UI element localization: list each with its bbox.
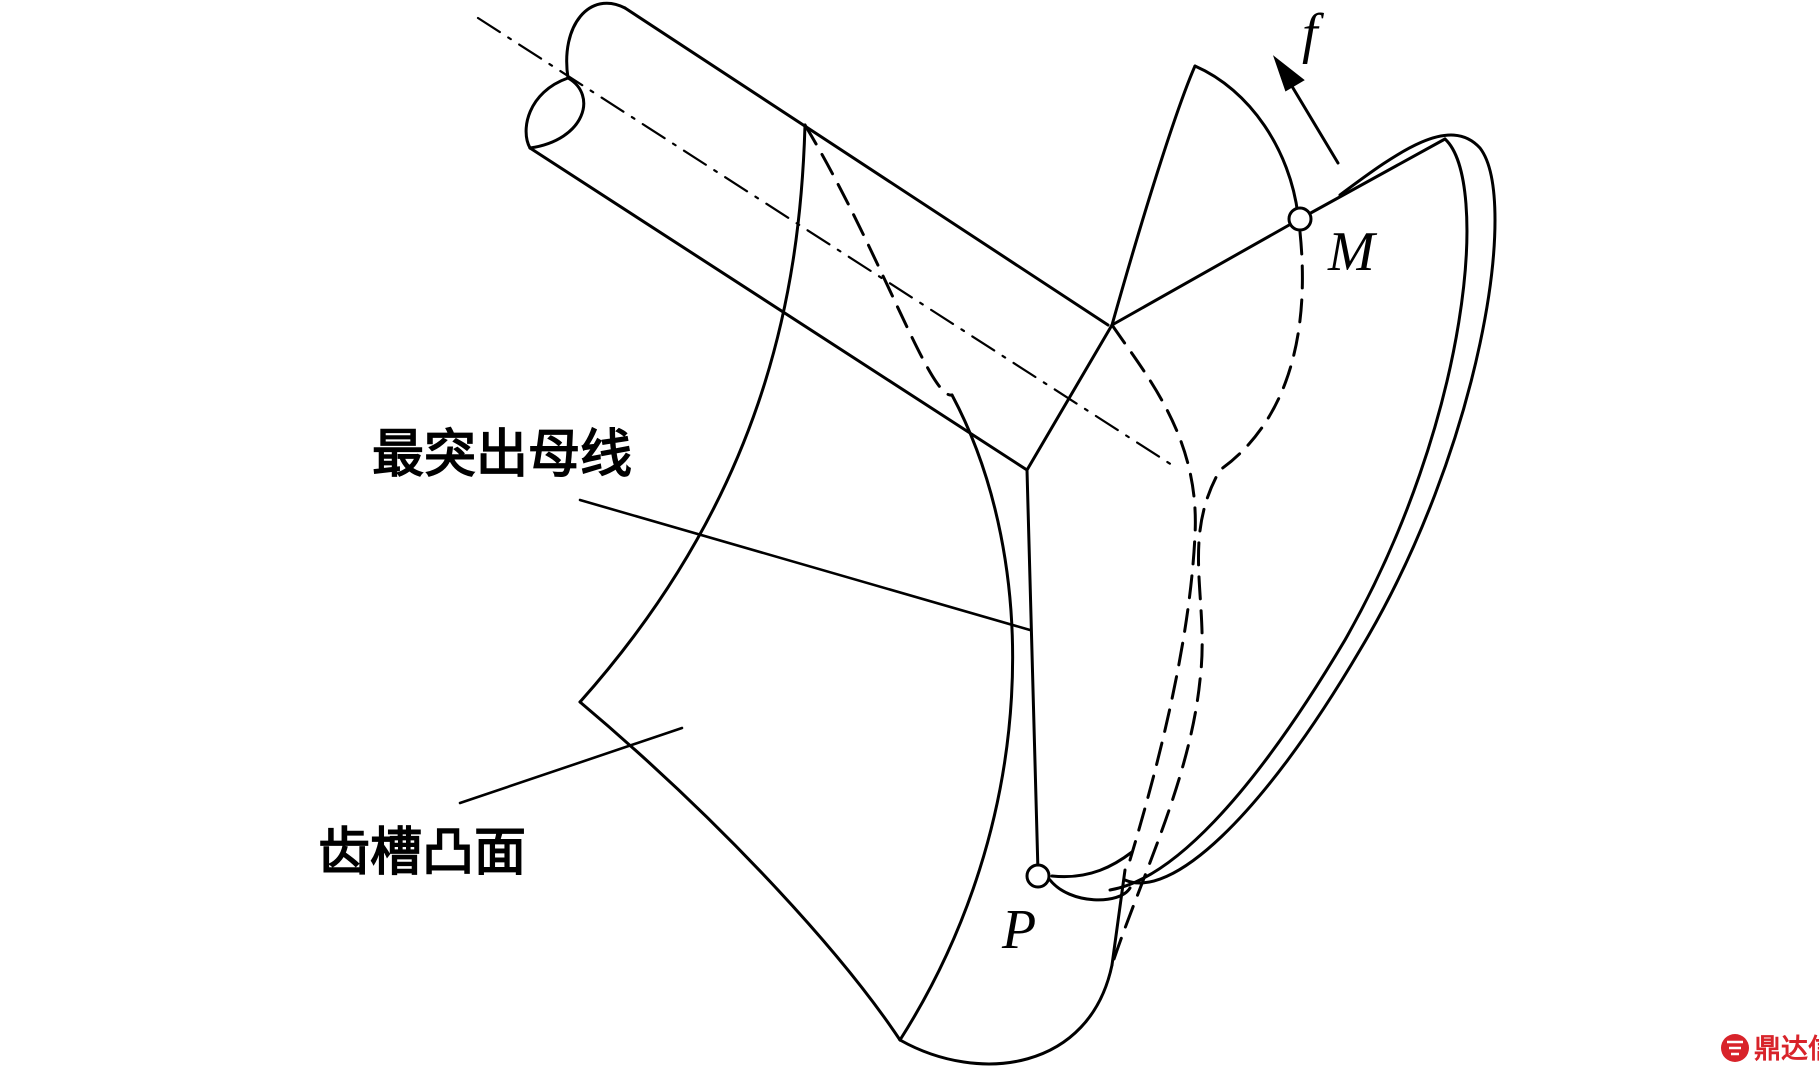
slot-middle-curve: [898, 393, 1015, 1042]
blade-top-arc: [1193, 64, 1300, 217]
watermark-logo-mark: [1727, 1040, 1743, 1056]
blade-lower-solid: [1110, 868, 1127, 967]
rim-inner-edge: [1108, 137, 1469, 892]
blade-ridge-line: [1025, 323, 1114, 472]
shank-bottom-edge: [528, 146, 1029, 472]
slot-dashed-left-edge: [803, 123, 954, 397]
convex-surface-label: 齿槽凸面: [318, 824, 526, 882]
generatrix-line: [1025, 468, 1040, 874]
blade-m-to-rim: [1296, 137, 1447, 222]
slot-left-upper-curve: [578, 123, 807, 704]
point-p-label: P: [1001, 899, 1036, 961]
point-m-label: M: [1327, 221, 1378, 283]
generatrix-leader: [578, 498, 1032, 632]
shank-end-bottom-bulge: [524, 76, 570, 150]
slot-left-lower-curve: [578, 700, 902, 1042]
shank-top-edge: [623, 6, 1110, 327]
blade-upper-edge: [1110, 64, 1197, 327]
rim-p-lower-curve: [1048, 878, 1132, 902]
feed-arrow-shaft: [1288, 81, 1340, 165]
blade-m-to-ridge: [1110, 218, 1300, 327]
shank-end-inner-curve: [528, 76, 586, 150]
blade-dashed-front: [1110, 323, 1197, 862]
watermark-text: 鼎达信: [1754, 1034, 1819, 1065]
rim-outer-edge: [1123, 133, 1497, 885]
feed-label: f: [1302, 3, 1325, 65]
feed-arrow-head: [1272, 55, 1305, 92]
rim-p-curve: [1050, 850, 1134, 879]
slot-bottom-curve: [898, 963, 1114, 1066]
watermark: 鼎达信: [1721, 1034, 1819, 1065]
point-m-marker: [1287, 206, 1313, 232]
blade-dashed-back: [1110, 230, 1304, 967]
point-p-marker: [1025, 863, 1051, 889]
generatrix-label: 最突出母线: [372, 426, 632, 484]
surface-leader: [458, 726, 684, 805]
center-axis: [476, 16, 1174, 467]
shank-end-top-bulge: [565, 1, 627, 80]
